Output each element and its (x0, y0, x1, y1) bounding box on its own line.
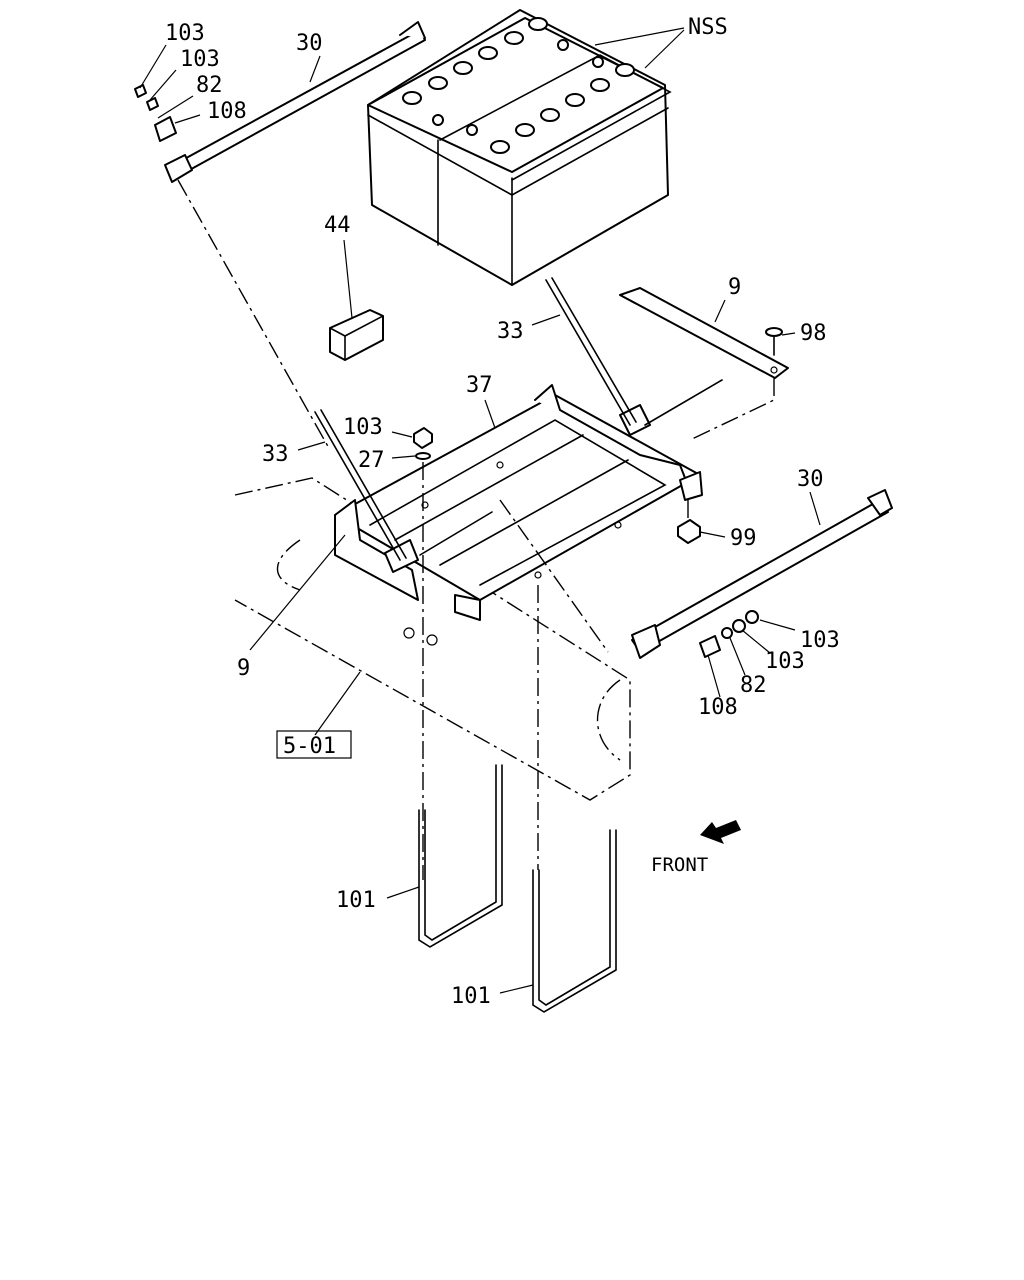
label-30-b: 30 (797, 467, 824, 492)
rod-33-right (545, 277, 637, 426)
nut-99 (677, 519, 701, 544)
label-101-a: 101 (336, 888, 376, 913)
label-82-a: 82 (196, 73, 223, 98)
battery-tray (334, 384, 703, 621)
label-103-c: 103 (343, 415, 383, 440)
front-arrow-icon (700, 820, 741, 844)
label-103-d: 103 (800, 628, 840, 653)
battery-nss (367, 9, 672, 286)
label-108-a: 108 (207, 99, 247, 124)
washer-27 (415, 452, 431, 460)
u-bolt-101-b (532, 829, 617, 1013)
label-5-01: 5-01 (283, 734, 336, 759)
part-labels: NSS 103 103 82 108 30 44 9 98 33 37 103 … (165, 15, 840, 1009)
leader-lines (139, 27, 821, 994)
part-44-block (329, 309, 384, 361)
label-99: 99 (730, 526, 757, 551)
label-103-b: 103 (180, 47, 220, 72)
label-44: 44 (324, 213, 351, 238)
label-37: 37 (466, 373, 493, 398)
bracket-9-upper (619, 287, 789, 379)
hold-down-bar-upper (134, 21, 426, 183)
label-103-a: 103 (165, 21, 205, 46)
ref-box-5-01 (276, 730, 352, 759)
label-9-b: 9 (237, 656, 250, 681)
label-101-b: 101 (451, 984, 491, 1009)
label-98: 98 (800, 321, 827, 346)
label-nss: NSS (688, 15, 728, 40)
label-33-a: 33 (497, 319, 524, 344)
nut-103-tray (413, 427, 433, 449)
rod-33-left (314, 409, 407, 561)
u-bolt-101-a (418, 764, 503, 948)
hold-down-bar-lower (631, 489, 893, 659)
label-108-b: 108 (698, 695, 738, 720)
frame-rail (234, 477, 631, 801)
rod-threaded (419, 379, 723, 556)
label-9-a: 9 (728, 275, 741, 300)
label-front: FRONT (651, 854, 708, 876)
label-27: 27 (358, 448, 385, 473)
label-82-b: 82 (740, 673, 767, 698)
bolt-98 (765, 327, 783, 356)
label-33-b: 33 (262, 442, 289, 467)
battery-caps (402, 17, 635, 154)
label-103-e: 103 (765, 649, 805, 674)
label-30-a: 30 (296, 31, 323, 56)
